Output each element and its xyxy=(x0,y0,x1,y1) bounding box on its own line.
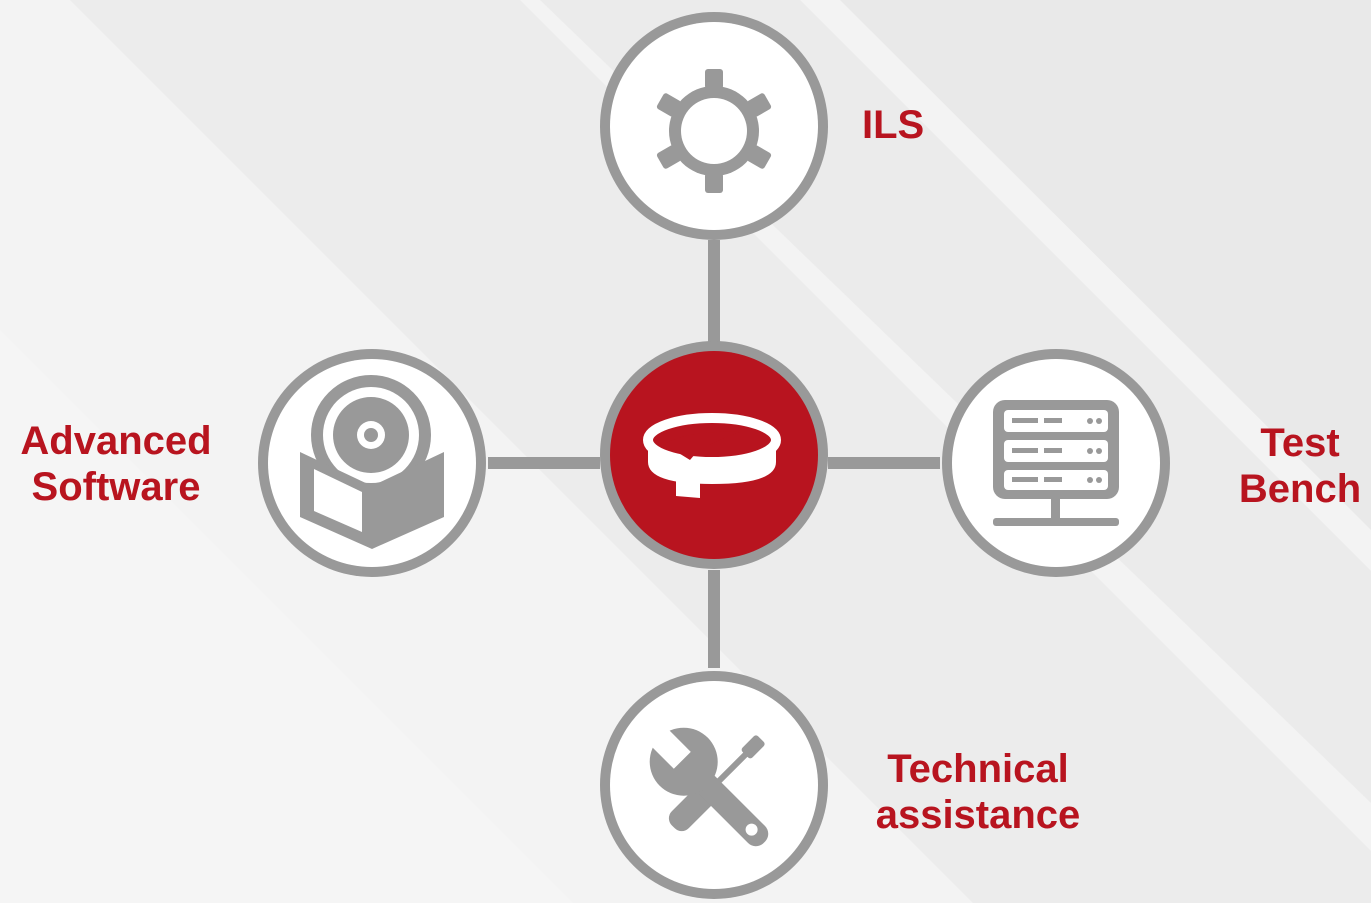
node-test-bench[interactable] xyxy=(942,349,1170,577)
label-advanced-software-line1: Advanced xyxy=(20,419,212,463)
label-test-bench-line2: Bench xyxy=(1238,467,1362,511)
label-technical-assistance-line1: Technical xyxy=(887,747,1069,791)
label-technical-assistance-line2: assistance xyxy=(875,793,1081,837)
center-node[interactable] xyxy=(600,341,828,569)
node-advanced-software[interactable] xyxy=(258,349,486,577)
brand-logo-icon xyxy=(643,413,781,498)
label-advanced-software-line2: Software xyxy=(31,465,201,509)
label-technical-assistance: Technical assistance xyxy=(860,746,1096,838)
server-rack-icon xyxy=(993,400,1119,526)
node-ils[interactable] xyxy=(600,12,828,240)
label-ils: ILS xyxy=(862,102,924,148)
node-technical-assistance[interactable] xyxy=(600,671,828,899)
gear-icon xyxy=(656,69,772,193)
software-package-icon xyxy=(300,375,444,549)
label-test-bench-line1: Test xyxy=(1260,421,1340,465)
connectors xyxy=(488,240,940,668)
label-advanced-software: Advanced Software xyxy=(0,418,232,510)
tools-icon xyxy=(645,723,769,847)
label-ils-text: ILS xyxy=(862,103,925,147)
label-test-bench: Test Bench xyxy=(1232,420,1368,512)
